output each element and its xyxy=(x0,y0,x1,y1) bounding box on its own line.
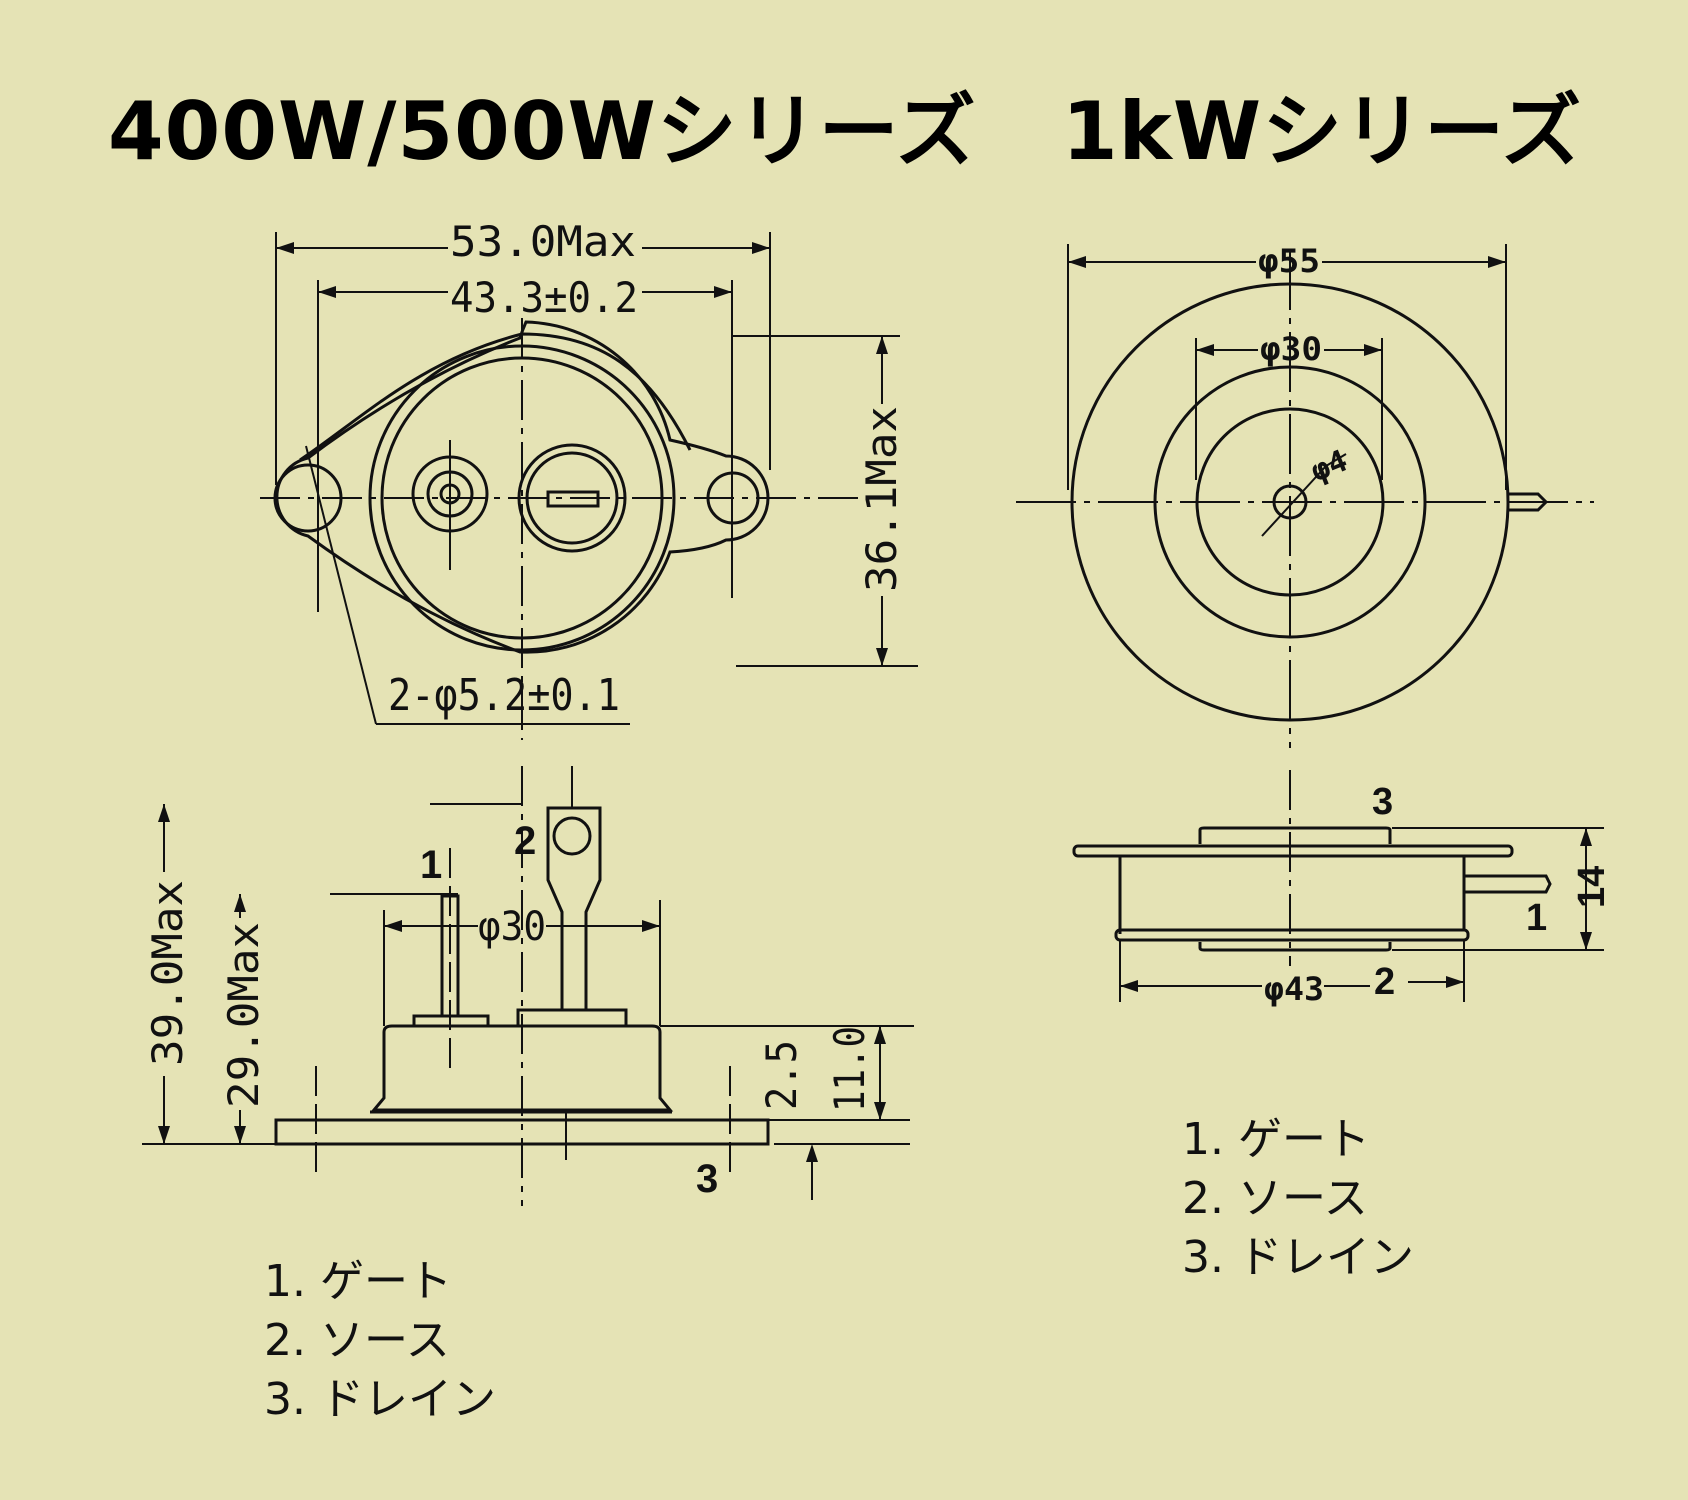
dim-14-arrow-bottom xyxy=(1580,932,1592,950)
dim-11-label: 11.0 xyxy=(825,1026,874,1112)
right-pin-label-source: 2 xyxy=(1374,961,1395,1003)
dim-43-arrow-left xyxy=(318,286,336,298)
dim-29-arrow-top xyxy=(234,894,246,912)
right-side-gate-tab xyxy=(1464,874,1552,894)
dim-55-arrow-right xyxy=(1488,256,1506,268)
dim-pincircle-arrow-right xyxy=(642,920,660,932)
dim-39-arrow-top xyxy=(158,804,170,822)
left-top-view: 53.0Max 43.3±0.2 36.1Max 2-φ5.2±0.1 xyxy=(260,217,918,740)
right-side-bottom-boss xyxy=(1198,942,1392,952)
right-side-upper-flange xyxy=(1072,844,1514,858)
dim-2-5-label: 2.5 xyxy=(757,1040,806,1110)
dim-43-arrow-left xyxy=(1120,980,1138,992)
dim-53-arrow-right xyxy=(752,242,770,254)
title-1kw-series: 1kWシリーズ xyxy=(1062,85,1583,178)
left-side-source-terminal xyxy=(546,806,602,1012)
dim-30-arrow-right xyxy=(1364,344,1382,356)
right-side-lower-flange xyxy=(1114,928,1470,942)
left-side-view: φ30 39.0Max 29.0Max 2.5 xyxy=(142,766,914,1206)
dim-55-label: φ55 xyxy=(1258,242,1320,280)
dim-53-arrow-left xyxy=(276,242,294,254)
left-side-case xyxy=(370,1024,674,1112)
dim-43-label: φ43 xyxy=(1264,970,1324,1008)
left-flange-outline xyxy=(275,320,770,654)
right-center-leader-end xyxy=(1325,453,1347,467)
legend-right-item-drain: 3. ドレイン xyxy=(1182,1232,1414,1283)
dim-2-5-arrow xyxy=(806,1144,818,1162)
right-side-top-boss xyxy=(1198,826,1392,844)
left-flange-body xyxy=(299,332,692,462)
dim-39-label: 39.0Max xyxy=(143,880,192,1066)
dim-43-label: 43.3±0.2 xyxy=(450,273,638,322)
left-pin-label-gate: 1 xyxy=(420,843,442,887)
left-pin-label-drain: 3 xyxy=(696,1157,718,1201)
dim-29-arrow-bottom xyxy=(234,1126,246,1144)
left-side-terminal-hole xyxy=(552,816,592,856)
right-side-view: 14 φ43 3 1 2 xyxy=(1072,770,1613,1008)
dim-30-arrow-left xyxy=(1196,344,1214,356)
left-side-source-pad xyxy=(516,1008,628,1028)
legend-left-item-gate: 1. ゲート xyxy=(264,1256,452,1307)
legend-right-item-source: 2. ソース xyxy=(1182,1173,1368,1224)
dim-pincircle-label: φ30 xyxy=(478,904,546,950)
dim-11-arrow-top xyxy=(874,1026,886,1044)
right-pin-label-drain: 3 xyxy=(1372,781,1393,823)
dim-4-label: φ4 xyxy=(1306,443,1353,489)
right-top-view: φ55 φ30 φ4 xyxy=(1016,242,1594,748)
title-400w-500w-series: 400W/500Wシリーズ xyxy=(108,85,977,178)
holes-leader xyxy=(305,445,377,725)
pin-legend-left: 1. ゲート 2. ソース 3. ドレイン xyxy=(264,1252,496,1429)
dim-53-label: 53.0Max xyxy=(450,217,636,266)
dim-43-arrow-right xyxy=(1446,976,1464,988)
dim-11-arrow-bottom xyxy=(874,1102,886,1120)
dim-pincircle-arrow-left xyxy=(384,920,402,932)
legend-left-item-source: 2. ソース xyxy=(264,1315,450,1366)
dim-43-arrow-right xyxy=(714,286,732,298)
pin-legend-right: 1. ゲート 2. ソース 3. ドレイン xyxy=(1182,1110,1414,1287)
dim-29-label: 29.0Max xyxy=(219,922,268,1108)
dim-holes-label: 2-φ5.2±0.1 xyxy=(388,670,620,721)
right-center-leader xyxy=(1261,465,1327,537)
dim-30-label: φ30 xyxy=(1260,330,1322,368)
dim-36-arrow-bottom xyxy=(876,648,888,666)
dim-14-arrow-top xyxy=(1580,828,1592,846)
left-pin-label-source: 2 xyxy=(514,819,536,863)
legend-right-item-gate: 1. ゲート xyxy=(1182,1114,1370,1165)
dim-36-arrow-top xyxy=(876,336,888,354)
dim-14-label: 14 xyxy=(1571,866,1613,908)
right-pin-label-gate: 1 xyxy=(1526,897,1547,939)
dim-39-arrow-bottom xyxy=(158,1126,170,1144)
dim-36-label: 36.1Max xyxy=(857,406,906,592)
legend-left-item-drain: 3. ドレイン xyxy=(264,1374,496,1425)
dim-55-arrow-left xyxy=(1068,256,1086,268)
